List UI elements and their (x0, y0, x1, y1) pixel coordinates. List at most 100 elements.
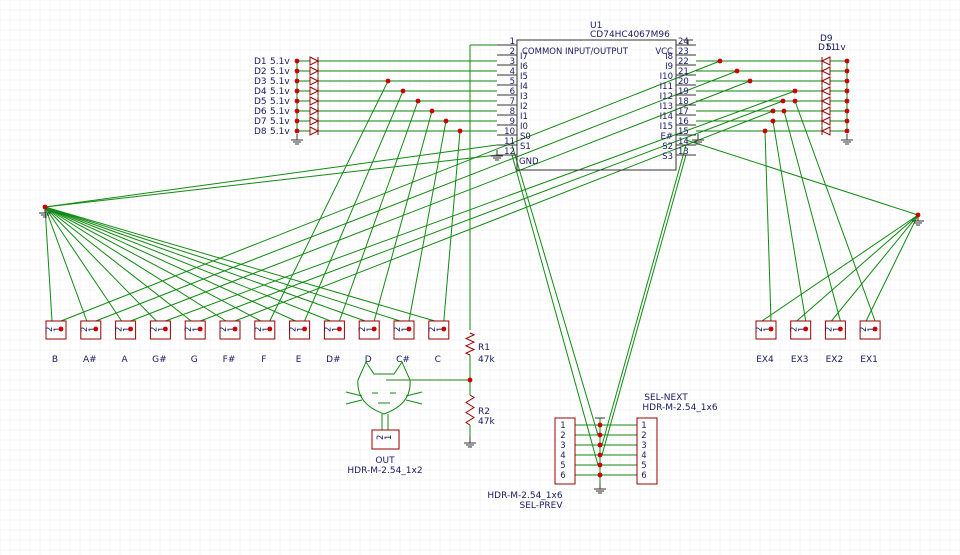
chip-pin-name: I4 (520, 82, 528, 92)
chip-pin-number: 17 (678, 107, 689, 117)
wire-ex-ground (761, 214, 919, 322)
sel-prev-ref: SEL-PREV (519, 501, 563, 511)
junction-dot (232, 326, 238, 332)
junction-dot (717, 58, 723, 64)
chip-gnd-label: GND (519, 157, 539, 167)
diode-left (309, 116, 320, 126)
chip-pin-number: 1 (510, 37, 515, 47)
junction-dot (294, 88, 300, 94)
junction-dot (915, 212, 921, 218)
chip-pin-number: 10 (504, 127, 515, 137)
junction-dot (294, 68, 300, 74)
resistor-value: 47k (478, 355, 495, 365)
junction-dot (42, 204, 48, 210)
chip-pin-number: 7 (510, 97, 515, 107)
note-label: G# (152, 355, 167, 365)
junction-dot (400, 88, 406, 94)
chip-pin-number: 23 (678, 47, 689, 57)
note-label: A# (83, 355, 97, 365)
wire-note-ground (44, 206, 227, 322)
sel-prev-pin: 5 (560, 461, 565, 471)
junction-dot (429, 108, 435, 114)
note-label: F# (223, 355, 236, 365)
diode-ref: D1 (254, 57, 267, 67)
wire-note-ground (44, 206, 401, 322)
out-ref: OUT (375, 456, 395, 466)
header-pin-number: 1 (88, 327, 98, 332)
junctions (42, 58, 921, 478)
resistor-ref: R2 (478, 407, 490, 417)
junction-dot (844, 108, 850, 114)
header-pin-number: 2 (755, 327, 765, 332)
wire-note-ground (44, 206, 123, 322)
junction-dot (844, 118, 850, 124)
junction-dot (406, 326, 412, 332)
header-pin-number: 1 (192, 327, 202, 332)
header-pin-number: 2 (254, 327, 264, 332)
sel-next-pin: 2 (641, 431, 646, 441)
diode-left (309, 56, 320, 66)
wire-note-signal (443, 130, 461, 322)
header-pin-number: 2 (376, 435, 386, 440)
chip-common-label: COMMON INPUT/OUTPUT (522, 47, 629, 57)
diode-ref: D2 (254, 67, 267, 77)
junction-dot (415, 98, 421, 104)
junction-dot (294, 58, 300, 64)
out-part: HDR-M-2.54_1x2 (347, 466, 422, 476)
header-pin-number: 1 (297, 327, 307, 332)
note-label: F (261, 355, 266, 365)
junction-dot (770, 118, 776, 124)
ex-label: EX1 (860, 355, 878, 365)
chip-pin-name: I9 (665, 62, 673, 72)
junction-dot (294, 118, 300, 124)
header-pin-number: 2 (289, 327, 299, 332)
junction-dot (844, 68, 850, 74)
header-pin-number: 2 (790, 327, 800, 332)
note-label: E (296, 355, 302, 365)
note-label: A (122, 355, 129, 365)
wire-note-signal (269, 80, 389, 322)
junction-dot (872, 326, 878, 332)
sel-prev-pin: 3 (560, 441, 565, 451)
header-pin-number: 1 (436, 327, 446, 332)
wire-note-signal (60, 60, 721, 322)
junction-dot (781, 108, 787, 114)
wire-note-ground (44, 206, 53, 322)
diode-value: 5.1v (270, 87, 290, 97)
chip-pin-number: 15 (678, 127, 689, 137)
wire-note-ground (44, 206, 88, 322)
chip-vcc-label: VCC (655, 47, 673, 57)
junction-dot (762, 128, 768, 134)
chip-pin-name: I11 (660, 82, 673, 92)
chip-pin-name: I1 (520, 112, 528, 122)
junction-dot (597, 452, 603, 458)
diode-left (309, 76, 320, 86)
junction-dot (457, 128, 463, 134)
junction-dot (780, 98, 786, 104)
chip-pin-number: 3 (510, 57, 515, 67)
junction-dot (734, 68, 740, 74)
wire-note-ground (44, 206, 296, 322)
note-header (184, 320, 206, 340)
chip-pin-name: S0 (520, 132, 531, 142)
wire-select (511, 144, 599, 436)
header-pin-number: 2 (393, 327, 403, 332)
junction-dot (597, 422, 603, 428)
wire-note-signal (408, 120, 447, 322)
header-pin-number: 1 (157, 327, 167, 332)
junction-dot (443, 118, 449, 124)
header-pin-number: 1 (763, 327, 773, 332)
chip-pin-number: 13 (678, 147, 689, 157)
header-pin-number: 1 (366, 327, 376, 332)
note-label: D (365, 355, 372, 365)
header-pin-number: 1 (798, 327, 808, 332)
sel-prev-pin: 6 (560, 471, 565, 481)
junction-dot (128, 326, 134, 332)
header-pin-number: 1 (331, 327, 341, 332)
junction-dot (467, 377, 473, 383)
cat-logo (405, 391, 423, 397)
junction-dot (385, 78, 391, 84)
header-pin-number: 2 (80, 327, 90, 332)
